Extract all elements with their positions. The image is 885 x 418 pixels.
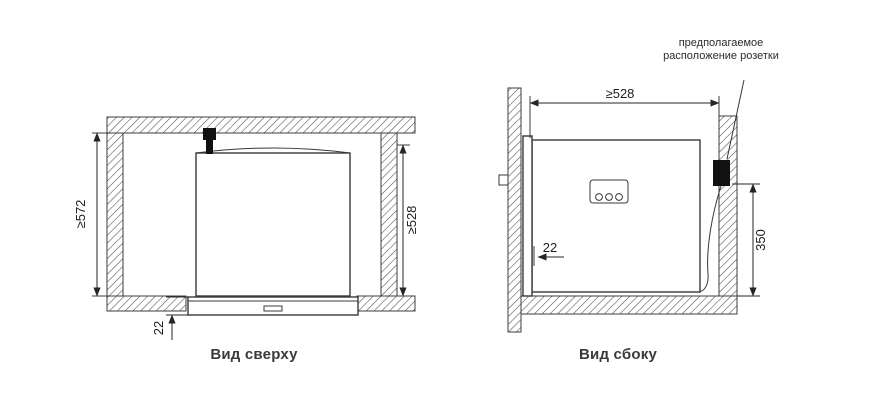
dim-label-door-protrusion: 22 [543,240,557,255]
back-wall-hatch [718,115,738,297]
appliance-door [522,135,533,297]
dim-label-door-protrusion: 22 [151,321,166,335]
appliance-body [195,152,351,297]
dim-label-niche-depth-left: ≥572 [73,200,88,229]
vent-hole [605,193,613,201]
cabinet-front-right-hatch [356,295,416,312]
appliance-top-edge [195,147,351,154]
cabinet-front-panel-hatch [507,87,522,333]
top-view-drawing: ≥572 ≥528 22 [73,116,419,340]
power-plug-stem [206,140,213,154]
left-wall-hatch [106,132,124,297]
cabinet-front-left-hatch [106,295,187,312]
back-wall-hatch [106,116,416,134]
power-plug [203,128,216,140]
socket-location-note: предполагаемое расположение розетки [663,37,779,63]
dim-label-socket-height: 350 [753,229,768,251]
note-pointer-line [726,79,745,160]
power-cable [697,185,722,293]
door-handle [498,174,509,186]
appliance-body [531,139,701,293]
right-wall-hatch [380,132,398,297]
vent-hole [615,193,623,201]
door-handle [263,305,283,312]
niche-floor-hatch [520,295,738,315]
dim-label-niche-depth: ≥528 [606,86,635,101]
top-view-label: Вид сверху [210,346,298,363]
power-socket [713,160,730,186]
dim-label-niche-depth-right: ≥528 [404,206,419,235]
side-view-drawing: ≥528 22 350 [498,79,768,333]
side-view-label: Вид сбоку [579,346,657,363]
side-vent [589,179,629,204]
vent-hole [595,193,603,201]
